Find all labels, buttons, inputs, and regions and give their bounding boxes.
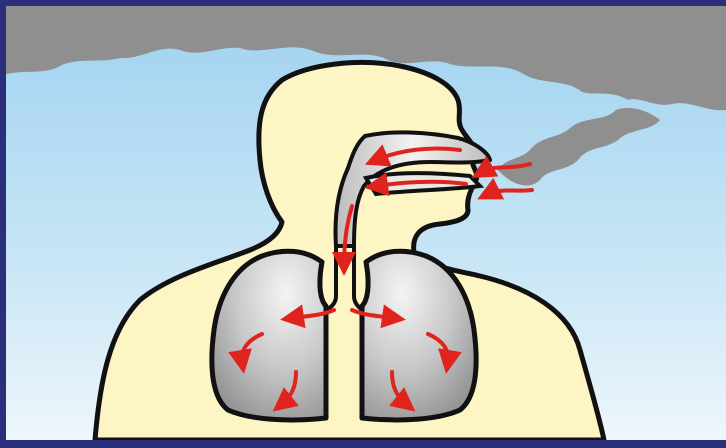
frame-bottom [0,440,726,448]
